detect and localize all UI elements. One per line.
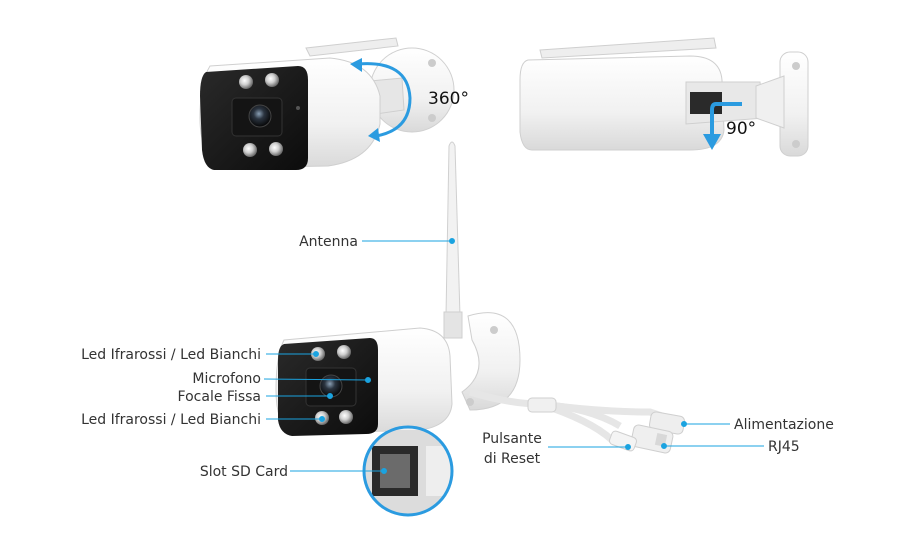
led-bottom-label: Led Ifrarossi / Led Bianchi: [81, 412, 261, 428]
sd-slot-detail: [362, 425, 454, 517]
antenna-stub: [305, 37, 399, 57]
rotation-360-label: 360°: [428, 89, 469, 109]
led-icon: [337, 345, 351, 359]
fixed-focal-label: Focale Fissa: [178, 389, 261, 405]
reset-label-line1: Pulsante: [482, 431, 542, 447]
led-icon: [243, 143, 257, 157]
sd-slot-label: Slot SD Card: [200, 464, 288, 480]
led-top-label: Led Ifrarossi / Led Bianchi: [81, 347, 261, 363]
cable-splitter: [527, 397, 557, 413]
rotation-arrow-360-icon: [357, 62, 412, 138]
microphone-label: Microfono: [192, 371, 261, 387]
rotation-90-label: 90°: [726, 119, 756, 139]
led-icon: [265, 73, 279, 87]
led-icon: [239, 75, 253, 89]
camera-rotation-90: 90°: [519, 37, 809, 157]
lens-icon: [248, 104, 272, 128]
main-camera: [275, 141, 686, 454]
antenna-label: Antenna: [299, 234, 358, 250]
leader-lines: [263, 238, 764, 474]
led-icon: [339, 410, 353, 424]
power-label: Alimentazione: [734, 417, 834, 433]
rotation-arrow-90-icon: [710, 102, 742, 136]
led-icon: [269, 142, 283, 156]
camera-body: [519, 55, 725, 151]
rj45-label: RJ45: [768, 439, 800, 455]
antenna: [445, 141, 461, 317]
reset-label-line2: di Reset: [484, 451, 541, 467]
camera-rotation-360: 360°: [199, 37, 469, 170]
